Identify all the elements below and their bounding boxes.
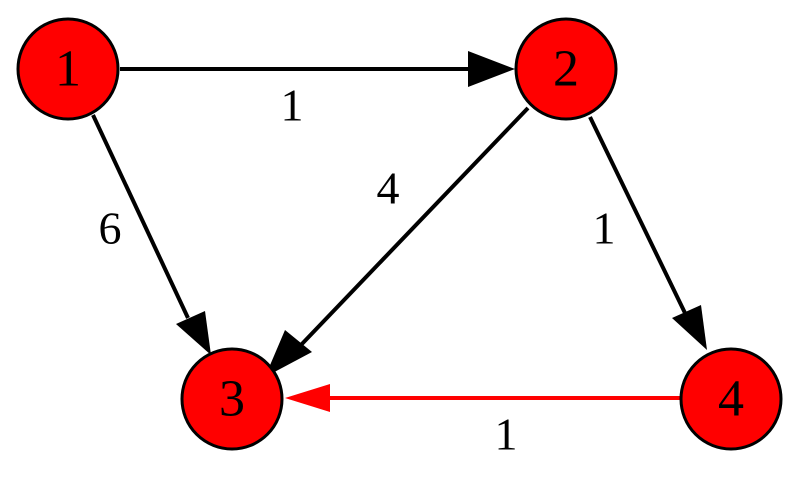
edge-1-2: 1	[120, 51, 515, 131]
edge-2-4-line	[588, 116, 687, 314]
node-1: 1	[16, 17, 120, 121]
node-2-label: 2	[553, 41, 579, 98]
node-3-circle	[180, 347, 284, 451]
node-4-circle	[679, 347, 783, 451]
edge-1-3-weight: 6	[99, 203, 122, 254]
edge-1-2-weight: 1	[281, 80, 304, 131]
node-3: 3	[180, 347, 284, 451]
edge-2-4: 1	[588, 116, 707, 350]
node-1-label: 1	[55, 41, 81, 98]
edge-4-3-arrowhead	[285, 384, 330, 412]
edge-4-3-weight: 1	[495, 409, 518, 460]
edge-4-3: 1	[285, 384, 681, 460]
edge-2-4-weight: 1	[593, 203, 616, 254]
node-2-circle	[514, 17, 618, 121]
edge-1-2-arrowhead	[468, 51, 515, 87]
node-2: 2	[514, 17, 618, 121]
edge-2-4-arrowhead	[672, 305, 707, 350]
edge-2-3-weight: 4	[377, 163, 400, 214]
edge-2-3-arrowhead	[265, 330, 312, 377]
node-1-circle	[16, 17, 120, 121]
node-3-label: 3	[219, 371, 245, 428]
node-4: 4	[679, 347, 783, 451]
node-4-label: 4	[718, 371, 744, 428]
edge-1-3-arrowhead	[176, 311, 211, 355]
edge-2-3: 4	[265, 106, 530, 377]
edge-2-3-line	[298, 106, 530, 348]
edge-1-3: 6	[91, 114, 211, 355]
edge-1-3-line	[91, 114, 190, 319]
